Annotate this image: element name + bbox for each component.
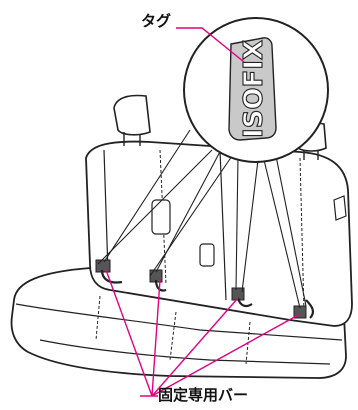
fixing-bar-label: 固定専用バー — [158, 388, 248, 403]
headrest-left — [114, 96, 150, 135]
isofix-tag-text: ISOFIX — [239, 40, 269, 138]
tag-label: タグ — [141, 14, 171, 29]
